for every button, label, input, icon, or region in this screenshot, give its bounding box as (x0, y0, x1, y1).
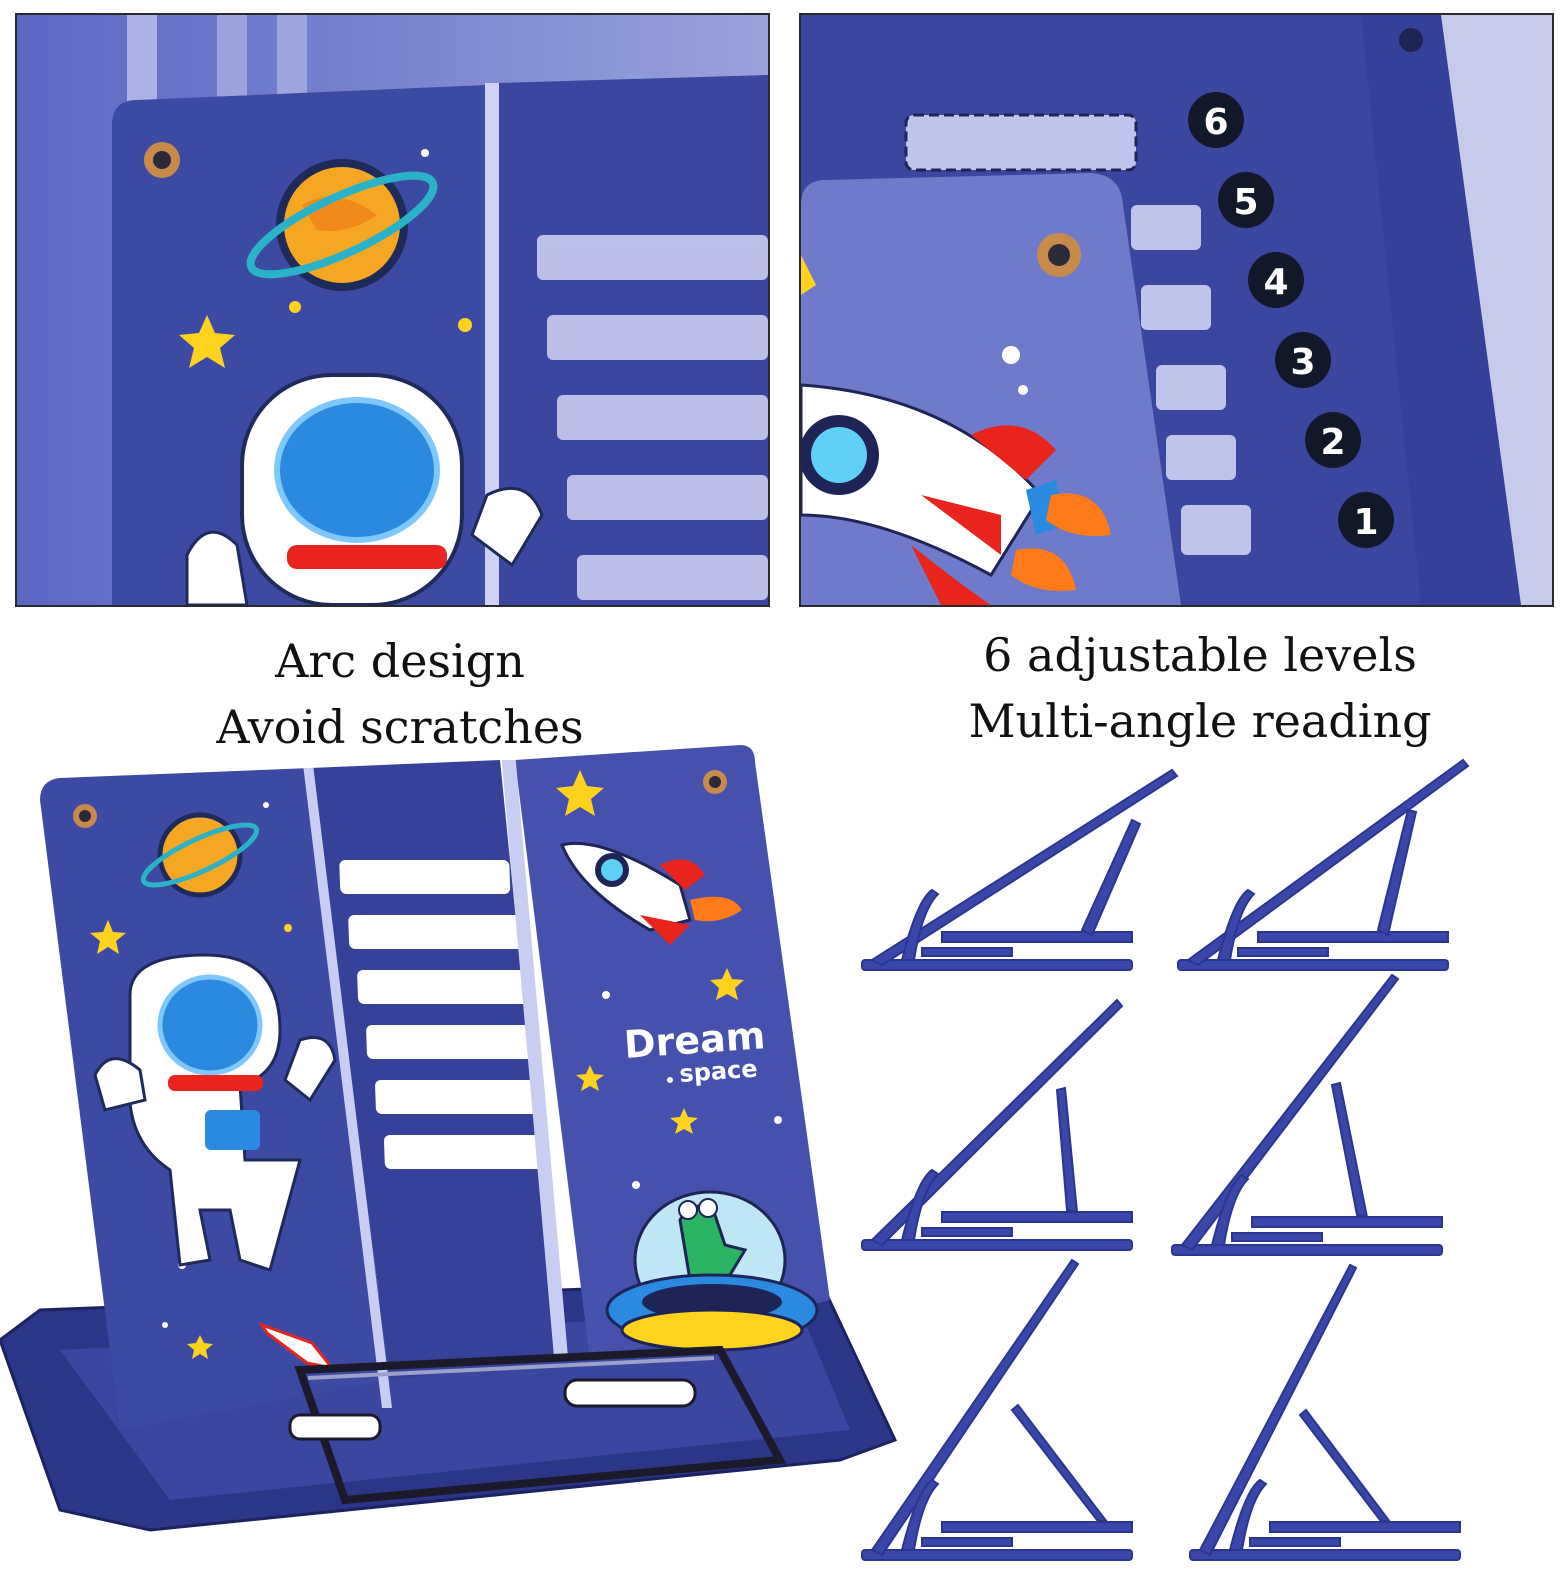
planet-icon (246, 159, 438, 291)
svg-text:6: 6 (1203, 102, 1228, 143)
arc-design-caption: Arc design Avoid scratches (150, 628, 650, 760)
planet-icon (140, 812, 260, 898)
six-angle-stands-illustration (850, 730, 1568, 1568)
level-number-2: 2 (1305, 412, 1361, 468)
svg-text:4: 4 (1263, 262, 1288, 303)
book-stand-product-photo: Dream space (0, 740, 900, 1568)
rocket-icon (559, 841, 742, 945)
caption-right-line1: 6 adjustable levels (983, 628, 1417, 682)
caption-left-line2: Avoid scratches (216, 700, 584, 754)
caption-right-line2: Multi-angle reading (968, 694, 1432, 748)
arc-design-detail-photo (15, 13, 770, 607)
svg-text:5: 5 (1233, 182, 1258, 223)
dream-label: Dream (623, 1013, 767, 1067)
svg-text:2: 2 (1320, 422, 1345, 463)
adjustable-levels-detail-photo: 6 5 4 3 2 1 (799, 13, 1554, 607)
level-number-4: 4 (1248, 252, 1304, 308)
astronaut-icon (185, 373, 544, 605)
adjustable-levels-caption: 6 adjustable levels Multi-angle reading (930, 622, 1470, 754)
astronaut-icon (93, 953, 337, 1272)
stand-level-1 (861, 768, 1179, 971)
stand-level-5 (861, 1258, 1133, 1561)
level-number-1: 1 (1338, 492, 1394, 548)
svg-text:3: 3 (1290, 342, 1315, 383)
stand-level-3 (861, 998, 1133, 1251)
stand-level-6 (1189, 1263, 1461, 1561)
stand-level-2 (1177, 758, 1470, 971)
level-number-3: 3 (1275, 332, 1331, 388)
star-icon (90, 770, 744, 1359)
stand-level-4 (1171, 973, 1443, 1256)
level-number-6: 6 (1188, 92, 1244, 148)
caption-left-line1: Arc design (275, 634, 525, 688)
level-number-5: 5 (1218, 172, 1274, 228)
rocket-icon (801, 383, 1111, 605)
svg-text:1: 1 (1353, 502, 1378, 543)
space-label: space (678, 1055, 758, 1088)
ufo-dinosaur-icon (605, 1190, 819, 1352)
